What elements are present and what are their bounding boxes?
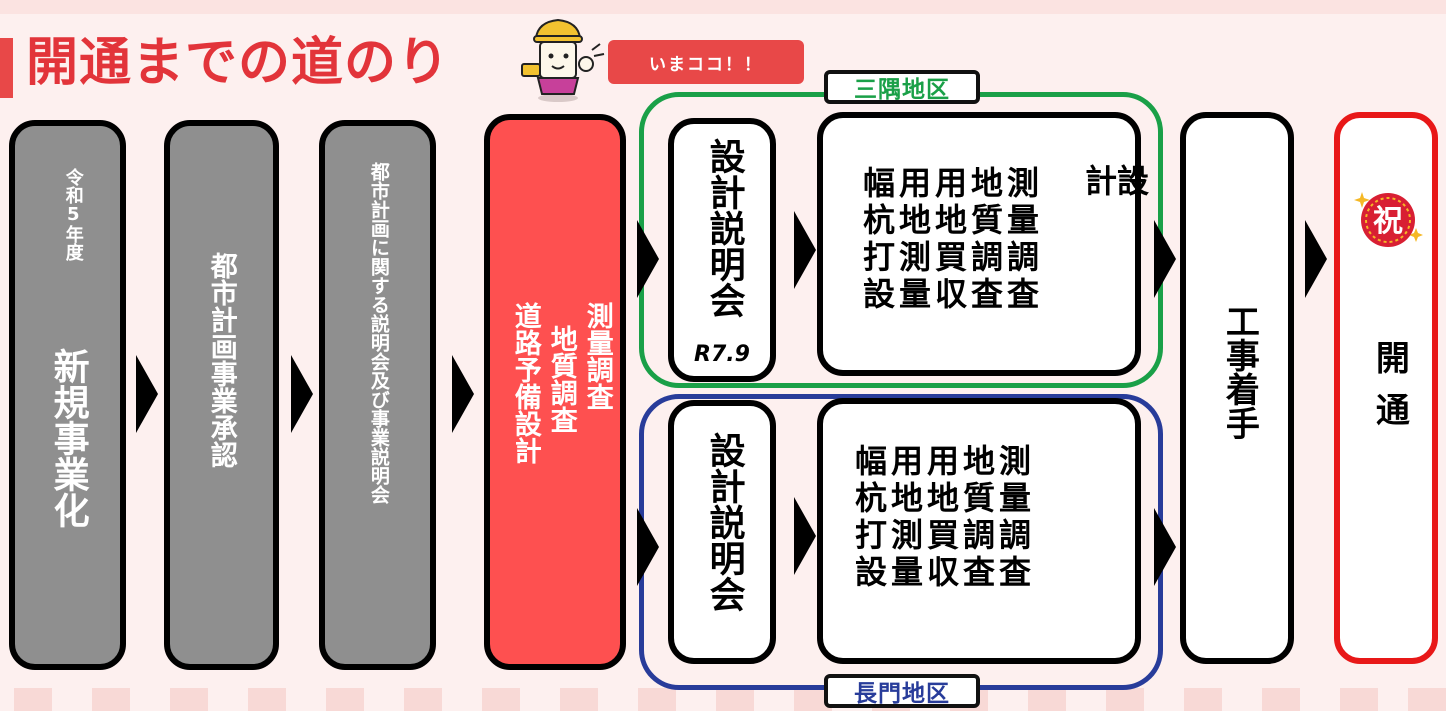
- fiscal-year-label: 令和5年度: [62, 168, 84, 261]
- step-briefing-sessions: 都市計画に関する説明会及び事業説明会: [319, 120, 436, 670]
- arrow-right-icon: [1305, 220, 1327, 298]
- arrow-right-icon: [1154, 220, 1176, 298]
- arrow-right-icon: [291, 355, 313, 433]
- misumi-task-grid: 幅杭打設 用地測量 用地買収 地質調査 測量調査: [862, 163, 1039, 313]
- arrow-right-icon: [637, 220, 659, 298]
- page-title: 開通までの道のり: [26, 33, 451, 93]
- arrow-right-icon: [136, 355, 158, 433]
- nagato-tasks: 幅杭打設 用地測量 用地買収 地質調査 測量調査: [817, 398, 1141, 664]
- opening: 祝 開通: [1334, 112, 1438, 664]
- misumi-briefing-label: 設計説明会: [703, 138, 745, 318]
- nagato-task-grid: 幅杭打設 用地測量 用地買収 地質調査 測量調査: [854, 441, 1031, 591]
- current-position-badge: いまココ！！: [608, 40, 804, 84]
- celebration-badge-icon: 祝: [1354, 192, 1423, 247]
- title-accent-bar: [0, 38, 13, 98]
- step-briefing-sessions-label: 都市計画に関する説明会及び事業説明会: [367, 162, 390, 504]
- top-band: [0, 0, 1446, 14]
- nagato-design-briefing: 設計説明会: [668, 400, 776, 664]
- geology-label: 地質調査: [545, 325, 577, 433]
- opening-label: 開通: [1369, 340, 1410, 444]
- step-city-planning-approval-label: 都市計画事業承認: [205, 252, 237, 468]
- nagato-briefing-label: 設計説明会: [703, 432, 745, 612]
- survey-label: 測量調査: [581, 302, 613, 410]
- misumi-briefing-date: R7.9: [694, 342, 750, 367]
- step-city-planning-approval: 都市計画事業承認: [164, 120, 279, 670]
- construction-start: 工事着手: [1180, 112, 1294, 664]
- misumi-region-label: 三隅地区: [824, 70, 980, 104]
- step-new-project-label: 新規事業化: [47, 348, 89, 528]
- arrow-right-icon: [794, 211, 816, 289]
- step-preliminary-design: 測量調査 地質調査 道路予備設計: [484, 114, 626, 670]
- step-new-project: 令和5年度 新規事業化: [9, 120, 126, 670]
- misumi-tasks: 幅杭打設 用地測量 用地買収 地質調査 測量調査 設計: [817, 112, 1150, 376]
- arrow-right-icon: [1154, 508, 1176, 586]
- nagato-region-label: 長門地区: [824, 674, 980, 708]
- arrow-right-icon: [794, 497, 816, 575]
- preliminary-design-label: 道路予備設計: [509, 302, 541, 464]
- construction-start-label: 工事着手: [1219, 304, 1260, 440]
- worker-mascot-icon: [521, 18, 605, 102]
- arrow-right-icon: [452, 355, 474, 433]
- misumi-task-design: 設計: [1080, 164, 1150, 196]
- celebration-badge-text: 祝: [1373, 204, 1403, 239]
- arrow-right-icon: [637, 508, 659, 586]
- misumi-design-briefing: 設計説明会 R7.9: [668, 118, 776, 382]
- bottom-pattern: [0, 688, 1446, 711]
